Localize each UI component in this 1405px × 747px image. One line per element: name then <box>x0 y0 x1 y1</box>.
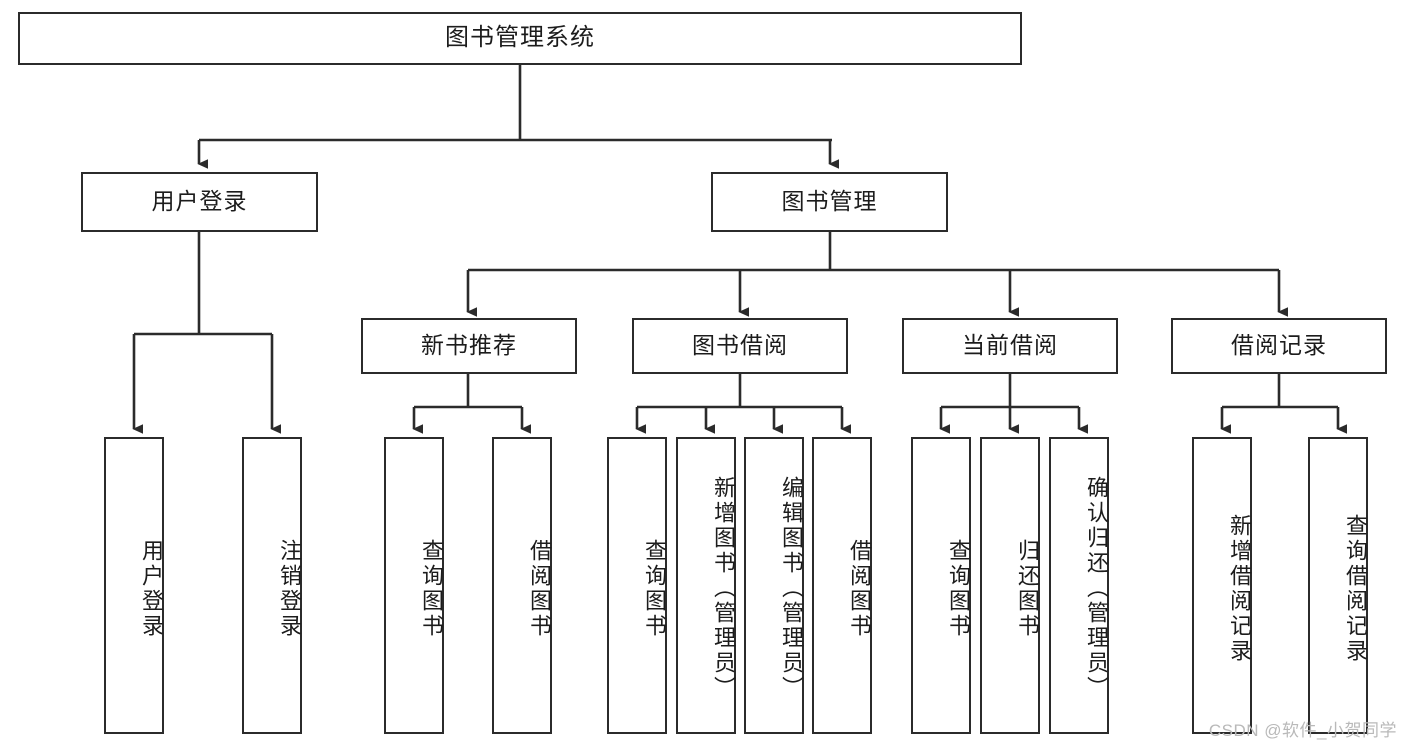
node-label: 确认归还（管理员） <box>1084 476 1109 701</box>
csdn-watermark: CSDN @软件_小贺同学 <box>1208 721 1397 740</box>
node-label: 查询图书 <box>642 538 667 639</box>
node-label: 新增图书（管理员） <box>711 476 736 701</box>
node-label: 归还图书 <box>1015 538 1040 639</box>
node-current-borrow[interactable]: 当前借阅 <box>902 318 1118 374</box>
node-book-borrow[interactable]: 图书借阅 <box>632 318 848 374</box>
leaf-user-login[interactable]: 用户登录 <box>104 437 164 734</box>
leaf-borrow-add-book[interactable]: 新增图书（管理员） <box>676 437 736 734</box>
node-label: 查询借阅记录 <box>1343 513 1368 664</box>
leaf-borrow-query-book[interactable]: 查询图书 <box>607 437 667 734</box>
node-label: 借阅图书 <box>527 538 552 639</box>
node-label: 图书管理 <box>781 188 878 215</box>
node-label: 图书借阅 <box>692 332 788 359</box>
node-label: 查询图书 <box>419 538 444 639</box>
node-user-login[interactable]: 用户登录 <box>81 172 318 232</box>
node-borrow-records[interactable]: 借阅记录 <box>1171 318 1387 374</box>
leaf-borrow-borrow-book[interactable]: 借阅图书 <box>812 437 872 734</box>
leaf-logout[interactable]: 注销登录 <box>242 437 302 734</box>
leaf-records-query-record[interactable]: 查询借阅记录 <box>1308 437 1368 734</box>
node-book-management[interactable]: 图书管理 <box>711 172 948 232</box>
node-root-system[interactable]: 图书管理系统 <box>18 12 1022 65</box>
node-label: 新增借阅记录 <box>1227 513 1252 664</box>
leaf-newbook-borrow-book[interactable]: 借阅图书 <box>492 437 552 734</box>
leaf-current-confirm-return[interactable]: 确认归还（管理员） <box>1049 437 1109 734</box>
node-label: 查询图书 <box>946 538 971 639</box>
leaf-current-return-book[interactable]: 归还图书 <box>980 437 1040 734</box>
node-new-book-recommend[interactable]: 新书推荐 <box>361 318 577 374</box>
node-label: 图书管理系统 <box>445 24 595 52</box>
node-label: 注销登录 <box>277 538 302 639</box>
leaf-records-add-record[interactable]: 新增借阅记录 <box>1192 437 1252 734</box>
leaf-current-query-book[interactable]: 查询图书 <box>911 437 971 734</box>
node-label: 用户登录 <box>139 538 164 639</box>
node-label: 借阅图书 <box>847 538 872 639</box>
node-label: 用户登录 <box>151 188 248 215</box>
leaf-newbook-query-book[interactable]: 查询图书 <box>384 437 444 734</box>
node-label: 新书推荐 <box>421 332 517 359</box>
leaf-borrow-edit-book[interactable]: 编辑图书（管理员） <box>744 437 804 734</box>
node-label: 编辑图书（管理员） <box>779 476 804 701</box>
node-label: 当前借阅 <box>962 332 1058 359</box>
node-label: 借阅记录 <box>1231 332 1327 359</box>
